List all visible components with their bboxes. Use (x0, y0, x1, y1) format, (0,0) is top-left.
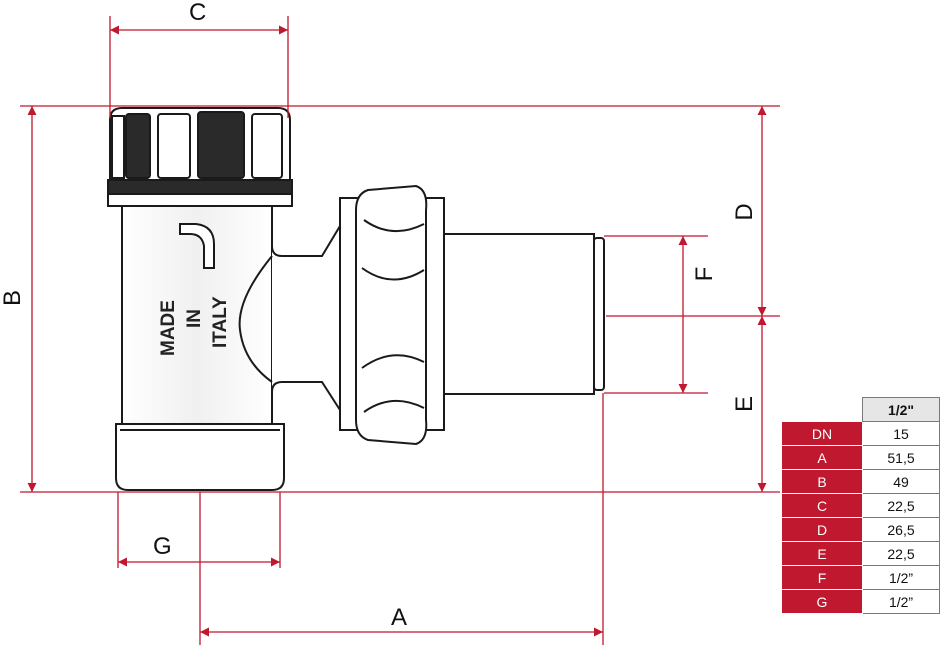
table-value-cell: 49 (862, 469, 940, 494)
valve-cap (107, 107, 293, 207)
table-value-cell: 22,5 (862, 541, 940, 566)
marking-italy: ITALY (210, 296, 231, 348)
table-value-cell: 22,5 (862, 493, 940, 518)
tailpiece-end (593, 237, 605, 391)
table-value-cell: 26,5 (862, 517, 940, 542)
dim-label-f: F (691, 267, 718, 282)
dim-label-e: E (731, 396, 758, 412)
table-value-cell: 1/2” (862, 565, 940, 590)
dim-label-b: B (0, 290, 26, 306)
table-corner (782, 398, 863, 422)
union-flange-right (425, 197, 445, 431)
table-value-cell: 1/2” (862, 589, 940, 614)
marking-made: MADE (158, 300, 179, 356)
dim-label-g: G (153, 533, 172, 560)
dim-label-d: D (731, 203, 758, 220)
dim-label-a: A (391, 604, 407, 631)
table-value-cell: 15 (862, 421, 940, 446)
table-key-cell: F (781, 565, 863, 590)
vertical-body (121, 205, 273, 425)
table-key-cell: C (781, 493, 863, 518)
tailpiece (443, 233, 595, 395)
side-branch (271, 222, 341, 414)
marking-in: IN (184, 309, 205, 328)
table-size-header: 1/2" (862, 397, 940, 422)
maker-logo-icon (179, 223, 215, 269)
body-marking: MADE IN ITALY (158, 296, 231, 356)
table-value-cell: 51,5 (862, 445, 940, 470)
dimension-lines (20, 16, 780, 645)
table-key-cell: B (781, 469, 863, 494)
dim-label-c: C (189, 0, 206, 26)
table-key-cell: D (781, 517, 863, 542)
hex-nut (355, 184, 428, 446)
table-header-row: 1/2" (782, 397, 940, 422)
table-key-cell: A (781, 445, 863, 470)
table-key-cell: DN (781, 421, 863, 446)
bottom-nut (115, 423, 285, 491)
valve-body (107, 107, 605, 491)
table-key-cell: E (781, 541, 863, 566)
table-key-cell: G (781, 589, 863, 614)
